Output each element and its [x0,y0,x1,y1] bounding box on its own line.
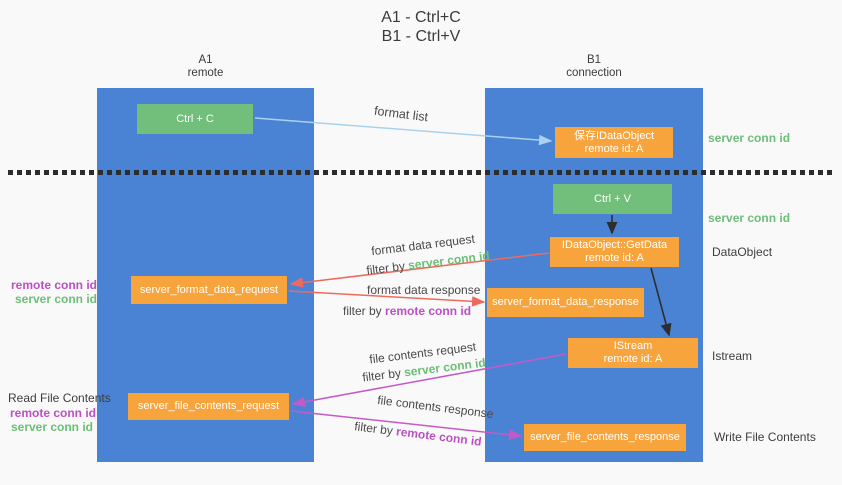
title-line-1: A1 - Ctrl+C [381,9,461,26]
lifeline-b1-name: B1 [586,54,602,66]
node-ctrl-c-label: Ctrl + C [176,112,214,125]
diagram-title: A1 - Ctrl+C B1 - Ctrl+V [0,8,842,46]
label-filter-by-remote-conn-id-1: filter by remote conn id [343,304,471,318]
lifeline-b1-role: connection [566,67,622,79]
annotation-dataobject: DataObject [712,245,773,259]
node-ctrl-c: Ctrl + C [137,104,253,134]
arrow-file-contents-response [290,410,523,440]
lifeline-b1-header: B1 connection [485,54,703,80]
node-file-request-label: server_file_contents_request [137,400,280,412]
annotation-read-file-contents: Read File Contents [8,391,111,405]
annotation-conn-ids-format: remote conn id server conn id [10,278,97,306]
lifeline-a1-name: A1 [198,54,213,66]
annotation-server-conn-id-2: server conn id [10,420,93,434]
annotation-conn-ids-file: remote conn id server conn id [10,406,97,434]
node-file-response-label: server_file_contents_response [530,431,680,443]
annotation-istream: Istream [712,349,753,363]
node-save-idataobject-line1: 保存IDataObject [573,129,655,142]
node-save-idataobject-line2: remote id: A [584,142,644,155]
node-istream: IStream remote id: A [568,338,698,368]
arrow-getdata-to-istream [650,267,672,337]
node-server-format-data-request: server_format_data_request [131,276,287,304]
node-idataobject-getdata: IDataObject::GetData remote id: A [550,237,679,267]
annotation-remote-conn-id-1: remote conn id [10,278,97,292]
node-save-idataobject: 保存IDataObject remote id: A [555,127,673,158]
filter-by-text: filter by [343,304,382,318]
annotation-server-conn-id-1: server conn id [14,292,97,306]
session-divider [8,170,836,175]
node-server-file-contents-response: server_file_contents_response [524,424,686,451]
node-server-file-contents-request: server_file_contents_request [128,393,289,420]
node-ctrl-v: Ctrl + V [553,184,672,214]
node-server-format-data-response: server_format_data_response [487,288,644,317]
annotation-remote-conn-id-2: remote conn id [10,406,97,420]
arrow-format-list [254,117,553,146]
node-getdata-line2: remote id: A [585,252,644,264]
lifeline-a1-header: A1 remote [97,54,314,80]
annotation-write-file-contents: Write File Contents [714,430,816,444]
annotation-server-conn-id-mid: server conn id [708,211,791,225]
node-format-request-label: server_format_data_request [139,283,279,296]
node-istream-line2: remote id: A [603,353,663,365]
arrow-format-data-response [288,290,486,307]
remote-conn-id-text: remote conn id [385,304,472,318]
arrow-format-data-request [289,252,550,288]
arrow-file-contents-request [291,353,567,408]
label-format-data-response: format data response [367,283,481,297]
node-format-response-label: server_format_data_response [492,296,639,308]
annotation-server-conn-id-top: server conn id [708,131,791,145]
title-line-2: B1 - Ctrl+V [381,28,461,45]
node-ctrl-v-label: Ctrl + V [594,192,631,205]
node-istream-line1: IStream [613,340,653,352]
lifeline-a1-role: remote [187,67,224,79]
node-getdata-line1: IDataObject::GetData [561,239,668,251]
